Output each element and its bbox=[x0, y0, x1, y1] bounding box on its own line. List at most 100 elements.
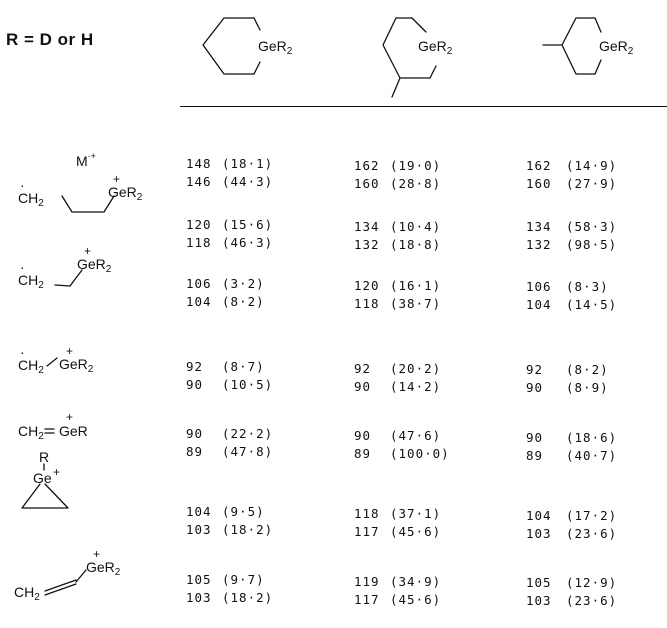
ge-label-ring-3: GeR2 bbox=[599, 38, 634, 57]
mass-value: 104 bbox=[186, 294, 212, 309]
ethyl-chain-bonds bbox=[54, 269, 83, 287]
propyl-ch2-label: CH2 bbox=[18, 190, 44, 209]
relative-intensity: (98·5) bbox=[566, 237, 618, 252]
relative-intensity: (46·3) bbox=[222, 235, 274, 250]
mass-value: 106 bbox=[186, 276, 212, 291]
cation-plus: + bbox=[84, 244, 91, 258]
header-divider bbox=[180, 106, 667, 107]
relative-intensity: (9·7) bbox=[222, 572, 265, 587]
molecular-ion-label: M·+ bbox=[76, 151, 96, 169]
relative-intensity: (45·6) bbox=[390, 524, 442, 539]
mass-value: 92 bbox=[354, 361, 372, 376]
ge-label-ring-1: GeR2 bbox=[258, 38, 293, 57]
mass-value: 90 bbox=[526, 380, 544, 395]
propyl-ger2-label: GeR2 bbox=[108, 184, 143, 203]
relative-intensity: (12·9) bbox=[566, 575, 618, 590]
cation-plus: + bbox=[113, 172, 120, 186]
relative-intensity: (9·5) bbox=[222, 504, 265, 519]
mass-value: 118 bbox=[354, 506, 380, 521]
relative-intensity: (18·2) bbox=[222, 590, 274, 605]
relative-intensity: (45·6) bbox=[390, 592, 442, 607]
mass-value: 117 bbox=[354, 592, 380, 607]
mass-value: 106 bbox=[526, 279, 552, 294]
relative-intensity: (38·7) bbox=[390, 296, 442, 311]
mass-value: 134 bbox=[354, 219, 380, 234]
r-definition-label: R = D or H bbox=[6, 30, 94, 49]
mass-value: 132 bbox=[354, 237, 380, 252]
mass-value: 162 bbox=[354, 158, 380, 173]
germene-ger-label: GeR bbox=[59, 423, 88, 439]
mass-value: 120 bbox=[354, 278, 380, 293]
relative-intensity: (14·5) bbox=[566, 297, 618, 312]
ring-ge-label: Ge bbox=[33, 470, 52, 486]
radical-dot: · bbox=[20, 344, 25, 360]
relative-intensity: (44·3) bbox=[222, 174, 274, 189]
mass-value: 90 bbox=[354, 379, 372, 394]
mass-value: 105 bbox=[526, 575, 552, 590]
relative-intensity: (18·2) bbox=[222, 522, 274, 537]
mass-value: 90 bbox=[186, 426, 204, 441]
relative-intensity: (8·2) bbox=[222, 294, 265, 309]
relative-intensity: (10·5) bbox=[222, 377, 274, 392]
ring-germacyclohexane bbox=[202, 17, 261, 75]
relative-intensity: (47·6) bbox=[390, 428, 442, 443]
mass-value: 118 bbox=[354, 296, 380, 311]
mass-value: 103 bbox=[186, 522, 212, 537]
cation-plus: + bbox=[66, 344, 73, 358]
mass-value: 148 bbox=[186, 156, 212, 171]
relative-intensity: (3·2) bbox=[222, 276, 265, 291]
mass-value: 90 bbox=[186, 377, 204, 392]
ethyl-ch2-label: CH2 bbox=[18, 272, 44, 291]
relative-intensity: (14·2) bbox=[390, 379, 442, 394]
germacyclopropyl-ring-bonds bbox=[21, 483, 69, 509]
relative-intensity: (8·2) bbox=[566, 362, 609, 377]
mass-value: 92 bbox=[526, 362, 544, 377]
mass-value: 120 bbox=[186, 217, 212, 232]
mass-value: 146 bbox=[186, 174, 212, 189]
relative-intensity: (18·6) bbox=[566, 430, 618, 445]
relative-intensity: (23·6) bbox=[566, 593, 618, 608]
relative-intensity: (100·0) bbox=[390, 446, 450, 461]
relative-intensity: (10·4) bbox=[390, 219, 442, 234]
relative-intensity: (8·7) bbox=[222, 359, 265, 374]
vinyl-ger2-label: GeR2 bbox=[86, 559, 121, 578]
relative-intensity: (18·1) bbox=[222, 156, 274, 171]
mass-value: 162 bbox=[526, 158, 552, 173]
relative-intensity: (17·2) bbox=[566, 508, 618, 523]
relative-intensity: (23·6) bbox=[566, 526, 618, 541]
relative-intensity: (20·2) bbox=[390, 361, 442, 376]
mass-value: 104 bbox=[526, 297, 552, 312]
mass-value: 134 bbox=[526, 219, 552, 234]
relative-intensity: (27·9) bbox=[566, 176, 618, 191]
relative-intensity: (34·9) bbox=[390, 574, 442, 589]
mass-value: 117 bbox=[354, 524, 380, 539]
mass-value: 92 bbox=[186, 359, 204, 374]
mass-value: 103 bbox=[526, 593, 552, 608]
vinyl-double-bond-bottom bbox=[44, 583, 77, 596]
relative-intensity: (40·7) bbox=[566, 448, 618, 463]
radical-dot: · bbox=[20, 177, 25, 193]
mass-value: 160 bbox=[354, 176, 380, 191]
relative-intensity: (58·3) bbox=[566, 219, 618, 234]
relative-intensity: (14·9) bbox=[566, 158, 618, 173]
cation-plus: + bbox=[66, 410, 73, 424]
mass-value: 105 bbox=[186, 572, 212, 587]
relative-intensity: (18·8) bbox=[390, 237, 442, 252]
vinyl-ge-bond bbox=[75, 569, 87, 583]
methyl-ger2-label: GeR2 bbox=[59, 356, 94, 375]
relative-intensity: (37·1) bbox=[390, 506, 442, 521]
vinyl-ch2-label: CH2 bbox=[14, 584, 40, 603]
mass-value: 90 bbox=[526, 430, 544, 445]
relative-intensity: (47·8) bbox=[222, 444, 274, 459]
relative-intensity: (16·1) bbox=[390, 278, 442, 293]
mass-value: 103 bbox=[526, 526, 552, 541]
mass-value: 104 bbox=[526, 508, 552, 523]
mass-value: 89 bbox=[354, 446, 372, 461]
mass-value: 104 bbox=[186, 504, 212, 519]
mass-value: 118 bbox=[186, 235, 212, 250]
ring-4-methyl-germacyclohexane bbox=[542, 17, 602, 75]
relative-intensity: (8·9) bbox=[566, 380, 609, 395]
mass-value: 160 bbox=[526, 176, 552, 191]
